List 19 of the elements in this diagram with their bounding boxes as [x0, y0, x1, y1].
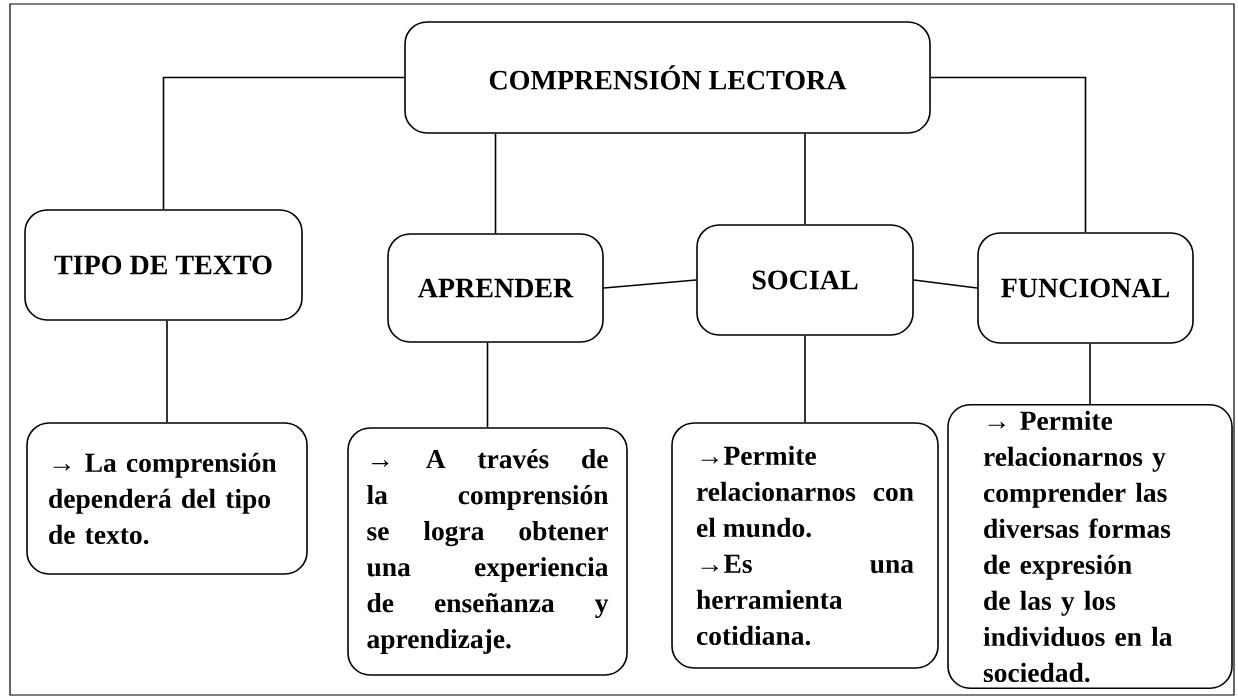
concept-box: SOCIAL: [696, 224, 914, 336]
connector-line: [166, 320, 168, 423]
connector-line: [603, 279, 697, 289]
concept-box: APRENDER: [387, 233, 604, 343]
connector-line: [804, 335, 806, 423]
connector-line: [486, 342, 489, 428]
concept-box: COMPRENSIÓN LECTORA: [404, 21, 931, 134]
connector-line: [162, 76, 405, 210]
concept-box: TIPO DE TEXTO: [24, 209, 303, 321]
description-box: →Permite relacionarnos con el mundo. →Es una herramienta cotidiana.: [671, 422, 939, 669]
connector-line: [1089, 343, 1091, 405]
description-box: → Permite relacionarnos y comprender las diversas formas de expresión de las y los individuos en la sociedad.: [947, 403, 1233, 690]
connector-line: [494, 133, 497, 234]
description-box: → La comprensión dependerá del tipo de texto.: [26, 422, 308, 575]
connector-line: [930, 76, 1087, 233]
connector-line: [804, 133, 806, 225]
connector-line: [913, 279, 978, 289]
concept-box: FUNCIONAL: [977, 232, 1194, 344]
description-box: → A través de la comprensión se logra obtener una experiencia de enseñanza y aprendizaje.: [347, 427, 628, 676]
